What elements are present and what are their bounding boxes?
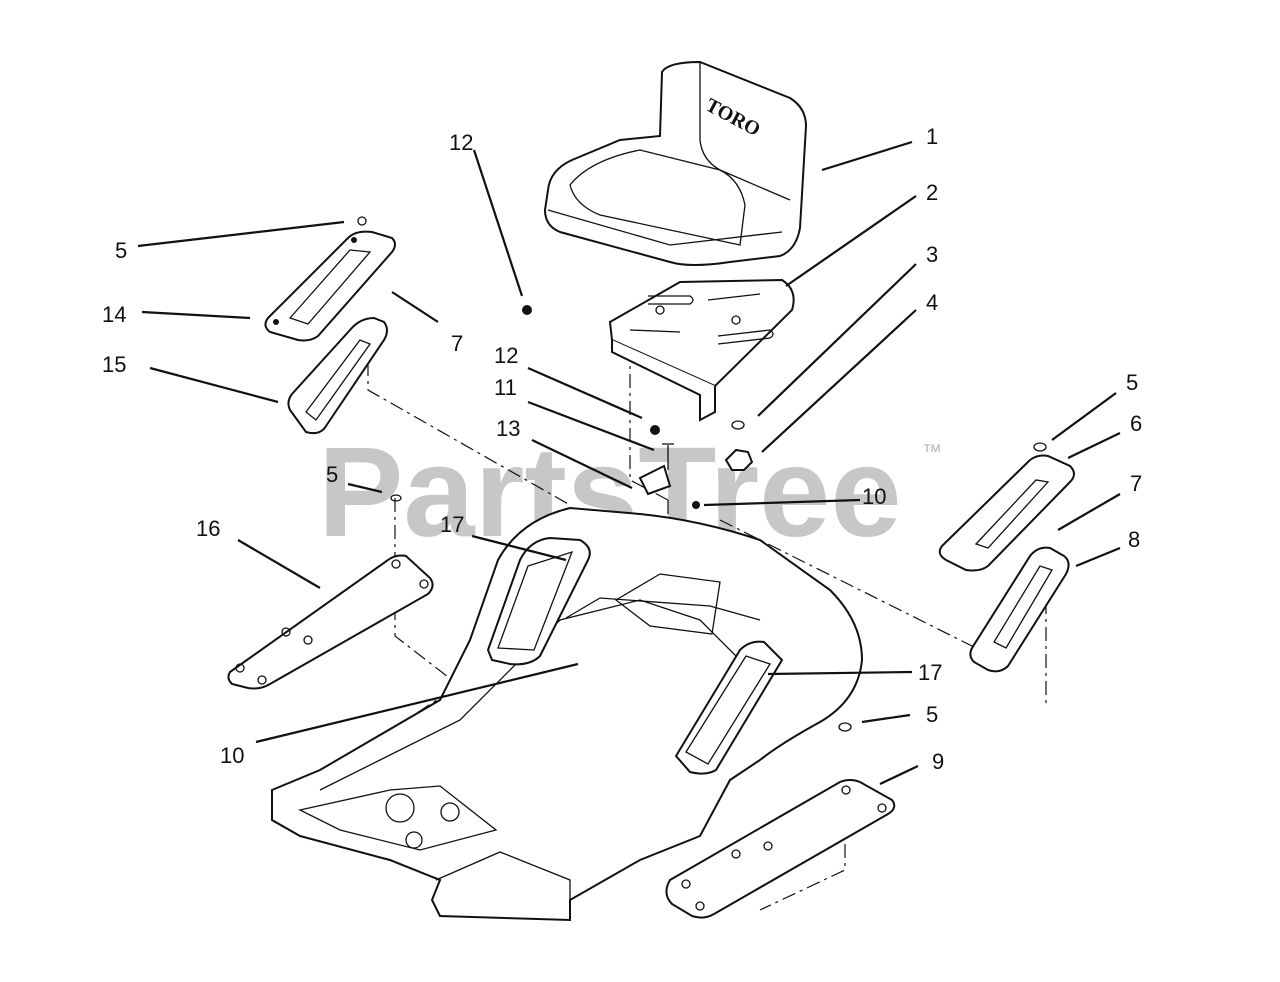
knob-4 xyxy=(724,448,754,471)
callout-8[interactable]: 8 xyxy=(1128,527,1140,552)
callout-6[interactable]: 6 xyxy=(1130,411,1142,436)
callout-5[interactable]: 5 xyxy=(1126,370,1138,395)
callout-12[interactable]: 12 xyxy=(494,343,518,368)
nut-12-upper xyxy=(522,305,532,315)
callout-10[interactable]: 10 xyxy=(220,743,244,768)
washer-3 xyxy=(731,420,745,430)
bracket-13 xyxy=(638,464,672,496)
callout-5[interactable]: 5 xyxy=(326,462,338,487)
left-footrest-plate[interactable] xyxy=(227,494,434,690)
callout-labels: 1 2 3 4 5 5 5 5 6 7 7 8 9 10 10 11 12 12… xyxy=(102,124,1142,774)
right-footrest-plate[interactable] xyxy=(665,722,896,919)
seat[interactable]: TORO xyxy=(543,60,808,266)
screw-5-left xyxy=(357,216,367,226)
callout-17[interactable]: 17 xyxy=(440,512,464,537)
callout-7[interactable]: 7 xyxy=(1130,471,1142,496)
leader-lines xyxy=(137,140,1121,785)
nut-12-lower xyxy=(650,425,660,435)
seat-bracket[interactable] xyxy=(608,278,795,422)
right-shift-guide[interactable] xyxy=(969,546,1070,673)
callout-5[interactable]: 5 xyxy=(926,702,938,727)
bolt-11 xyxy=(662,443,674,470)
callout-1[interactable]: 1 xyxy=(926,124,938,149)
nut-10-upper xyxy=(692,501,700,509)
callout-5[interactable]: 5 xyxy=(115,238,127,263)
callout-4[interactable]: 4 xyxy=(926,290,938,315)
screw-5-mid xyxy=(390,494,402,502)
callout-7[interactable]: 7 xyxy=(451,331,463,356)
callout-2[interactable]: 2 xyxy=(926,180,938,205)
right-decal-plate[interactable] xyxy=(938,442,1075,572)
fender-pad-left[interactable] xyxy=(486,536,591,666)
fender-body[interactable] xyxy=(271,506,864,922)
callout-15[interactable]: 15 xyxy=(102,352,126,377)
left-decal-plate[interactable] xyxy=(264,216,396,342)
callout-10[interactable]: 10 xyxy=(862,484,886,509)
callout-17[interactable]: 17 xyxy=(918,660,942,685)
watermark-trademark: ™ xyxy=(922,441,942,463)
callout-14[interactable]: 14 xyxy=(102,302,126,327)
callout-13[interactable]: 13 xyxy=(496,416,520,441)
callout-16[interactable]: 16 xyxy=(196,516,220,541)
left-shift-guide[interactable] xyxy=(287,316,388,435)
callout-12[interactable]: 12 xyxy=(449,130,473,155)
screw-5-lower-right xyxy=(838,722,852,732)
callout-11[interactable]: 11 xyxy=(494,375,517,400)
callout-9[interactable]: 9 xyxy=(932,749,944,774)
callout-3[interactable]: 3 xyxy=(926,242,938,267)
fender-pad-right[interactable] xyxy=(674,640,784,775)
screw-5-right xyxy=(1033,442,1047,452)
